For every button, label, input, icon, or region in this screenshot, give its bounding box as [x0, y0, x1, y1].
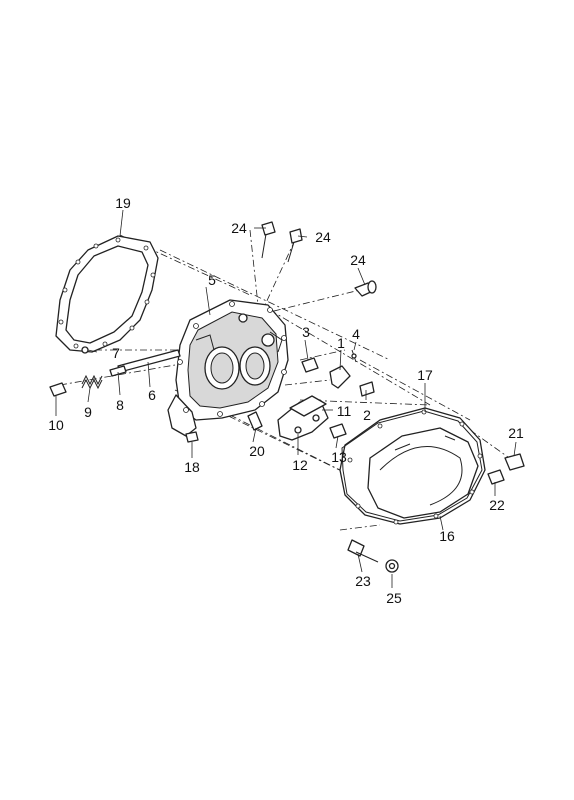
- callout-1: 1: [337, 335, 345, 351]
- bolt-part-21: [504, 453, 525, 471]
- callout-23: 23: [355, 573, 371, 589]
- cap-part-10: [49, 382, 67, 397]
- callout-24-top-left: 24: [231, 220, 247, 236]
- bolt-part-3: [301, 357, 319, 373]
- pin-part-4: [351, 349, 357, 363]
- bolt-part-22: [487, 469, 505, 485]
- crankcase-cover-part-5: [167, 299, 289, 437]
- callout-6: 6: [148, 387, 156, 403]
- leader-lines: [55, 209, 517, 588]
- callout-24-right: 24: [350, 252, 366, 268]
- bolt-part-13: [329, 423, 347, 439]
- pin-part-8: [109, 365, 127, 377]
- washer-part-25: [385, 559, 399, 573]
- callout-3: 3: [302, 324, 310, 340]
- bolt-part-24-top-right: [287, 228, 303, 263]
- spring-part-9: [81, 374, 103, 390]
- callout-19: 19: [115, 195, 131, 211]
- plate-part-11: [289, 395, 327, 417]
- callout-labels: 19 24 24 24 5 3 1 4 7 6 8 9 10 11 2 17 2…: [48, 195, 524, 606]
- gasket-bolt-holes: [58, 237, 156, 349]
- callout-10: 10: [48, 417, 64, 433]
- bolt-part-2: [359, 381, 375, 397]
- bolt-part-20: [247, 411, 263, 431]
- dowel-part-18: [185, 431, 199, 443]
- callout-25: 25: [386, 590, 402, 606]
- callout-7: 7: [112, 345, 120, 361]
- callout-2: 2: [363, 407, 371, 423]
- callout-21: 21: [508, 425, 524, 441]
- callout-13: 13: [331, 449, 347, 465]
- callout-11: 11: [337, 403, 352, 419]
- callout-18: 18: [184, 459, 200, 475]
- gasket-part-19: [55, 235, 159, 353]
- pin-part-7: [81, 346, 89, 354]
- callout-8: 8: [116, 397, 124, 413]
- callout-5: 5: [208, 272, 216, 288]
- callout-17: 17: [417, 367, 433, 383]
- callout-24-top-right: 24: [315, 229, 331, 245]
- callout-16: 16: [439, 528, 455, 544]
- cover-gasket-part-17: [341, 409, 483, 525]
- outer-cover-part-16: [339, 407, 486, 525]
- shaft-part-6: [117, 349, 181, 373]
- callout-22: 22: [489, 497, 505, 513]
- callout-20: 20: [249, 443, 265, 459]
- callout-12: 12: [292, 457, 308, 473]
- callout-9: 9: [84, 404, 92, 420]
- bolt-part-24-top-left: [261, 221, 276, 259]
- callout-4: 4: [352, 326, 360, 342]
- bolt-part-24-right: [354, 280, 377, 297]
- bolt-part-23: [347, 539, 379, 563]
